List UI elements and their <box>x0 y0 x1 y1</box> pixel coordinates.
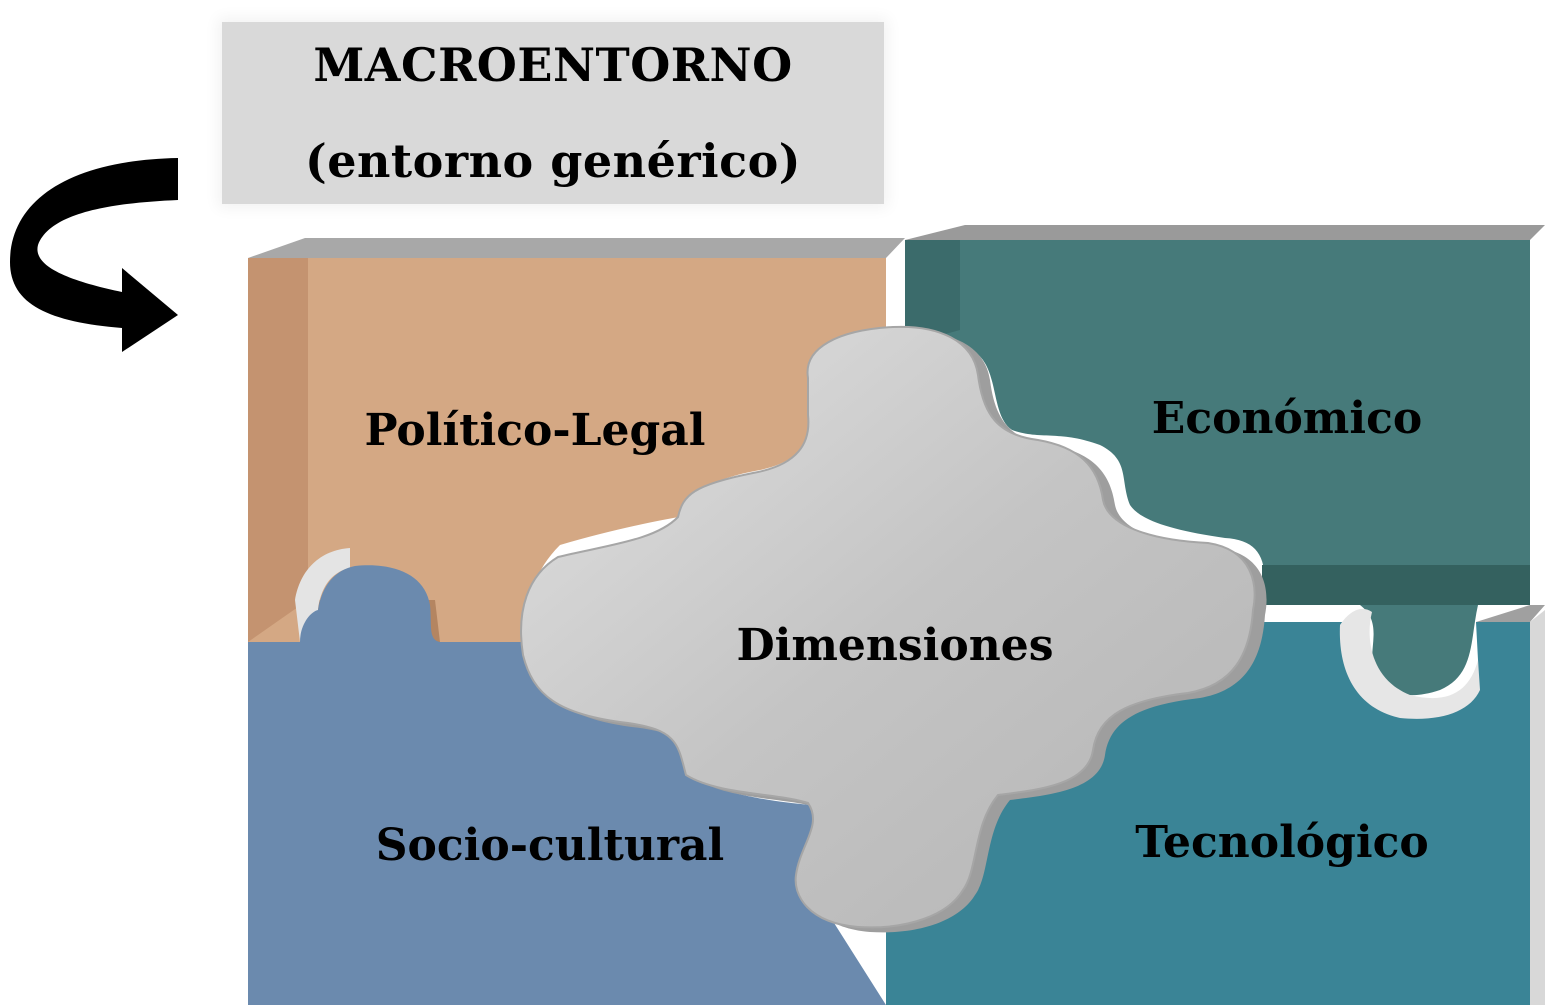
label-tecnologico: Tecnológico <box>1135 817 1429 868</box>
label-politico-legal: Político-Legal <box>364 405 705 456</box>
title-box: MACROENTORNO (entorno genérico) <box>222 22 884 204</box>
label-socio-cultural: Socio-cultural <box>376 820 724 871</box>
piece-dimensiones <box>520 325 1267 933</box>
page-title: MACROENTORNO <box>313 38 793 92</box>
label-dimensiones: Dimensiones <box>736 620 1053 671</box>
piece-tecnologico <box>886 605 1545 1005</box>
label-economico: Económico <box>1152 393 1422 444</box>
page-subtitle: (entorno genérico) <box>304 134 802 188</box>
piece-economico <box>905 225 1545 696</box>
curved-arrow-icon <box>10 158 178 352</box>
piece-socio-cultural <box>248 565 886 1005</box>
